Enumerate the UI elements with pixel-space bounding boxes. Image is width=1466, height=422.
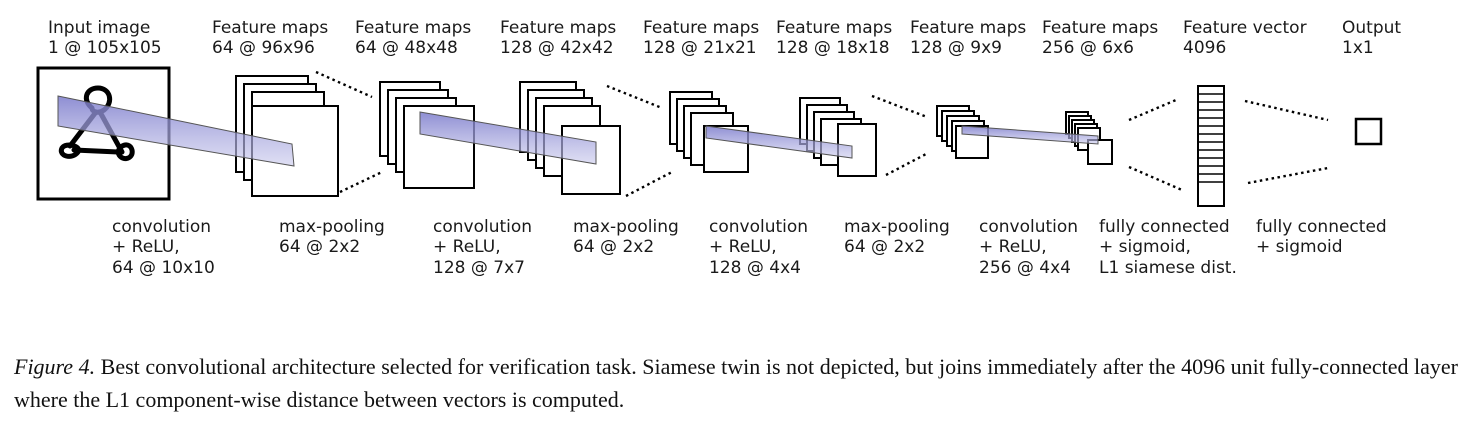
svg-text:+ ReLU,: + ReLU, (112, 237, 180, 257)
kernel-projection-2 (419, 111, 597, 165)
svg-text:64 @ 48x48: 64 @ 48x48 (355, 38, 458, 58)
feature-maps-stage-5 (799, 97, 877, 177)
caption-text: Best convolutional architecture selected… (14, 354, 1459, 412)
top-label-maps-2: Feature maps 64 @ 48x48 (355, 18, 471, 58)
svg-text:max-pooling: max-pooling (279, 217, 385, 237)
svg-text:128 @ 4x4: 128 @ 4x4 (709, 258, 801, 278)
svg-text:256 @ 6x6: 256 @ 6x6 (1042, 38, 1134, 58)
op-label-pool-1: max-pooling 64 @ 2x2 (279, 217, 385, 257)
svg-text:1 @ 105x105: 1 @ 105x105 (48, 38, 162, 58)
svg-text:+ sigmoid,: + sigmoid, (1099, 237, 1191, 257)
svg-text:Feature maps: Feature maps (355, 18, 471, 38)
op-label-conv-4: convolution + ReLU, 256 @ 4x4 (979, 217, 1078, 278)
svg-text:128 @ 42x42: 128 @ 42x42 (500, 38, 614, 58)
svg-text:+ sigmoid: + sigmoid (1256, 237, 1343, 257)
svg-text:Feature vector: Feature vector (1183, 18, 1307, 38)
op-label-fc-1: fully connected + sigmoid, L1 siamese di… (1099, 217, 1237, 278)
svg-text:fully connected: fully connected (1099, 217, 1230, 237)
svg-text:128 @ 7x7: 128 @ 7x7 (433, 258, 525, 278)
svg-text:L1 siamese dist.: L1 siamese dist. (1099, 258, 1237, 278)
kernel-projection-1 (57, 95, 295, 167)
svg-text:128 @ 9x9: 128 @ 9x9 (910, 38, 1002, 58)
svg-text:convolution: convolution (433, 217, 532, 237)
svg-text:+ ReLU,: + ReLU, (709, 237, 777, 257)
op-label-conv-1: convolution + ReLU, 64 @ 10x10 (112, 217, 215, 278)
svg-text:max-pooling: max-pooling (573, 217, 679, 237)
top-label-maps-7: Feature maps 256 @ 6x6 (1042, 18, 1158, 58)
svg-text:+ ReLU,: + ReLU, (433, 237, 501, 257)
svg-text:convolution: convolution (979, 217, 1078, 237)
svg-text:Feature maps: Feature maps (212, 18, 328, 38)
op-label-conv-3: convolution + ReLU, 128 @ 4x4 (709, 217, 808, 278)
svg-text:4096: 4096 (1183, 38, 1226, 58)
op-label-pool-2: max-pooling 64 @ 2x2 (573, 217, 679, 257)
svg-text:+ ReLU,: + ReLU, (979, 237, 1047, 257)
figure-caption: Figure 4. Best convolutional architectur… (14, 350, 1458, 416)
svg-text:convolution: convolution (112, 217, 211, 237)
feature-vector (1197, 85, 1225, 207)
svg-text:fully connected: fully connected (1256, 217, 1387, 237)
svg-text:Output: Output (1342, 18, 1401, 38)
svg-text:128 @ 18x18: 128 @ 18x18 (776, 38, 890, 58)
svg-text:Feature maps: Feature maps (776, 18, 892, 38)
top-label-maps-5: Feature maps 128 @ 18x18 (776, 18, 892, 58)
svg-text:64 @ 2x2: 64 @ 2x2 (573, 237, 654, 257)
cnn-architecture-diagram: Input image 1 @ 105x105 Feature maps 64 … (36, 18, 1401, 278)
svg-text:64 @ 2x2: 64 @ 2x2 (279, 237, 360, 257)
output-node (1354, 117, 1383, 146)
op-label-fc-2: fully connected + sigmoid (1256, 217, 1387, 257)
kernel-projection-4 (961, 125, 1099, 145)
svg-text:64 @ 96x96: 64 @ 96x96 (212, 38, 315, 58)
top-label-maps-4: Feature maps 128 @ 21x21 (643, 18, 759, 58)
svg-text:Feature maps: Feature maps (910, 18, 1026, 38)
top-label-maps-1: Feature maps 64 @ 96x96 (212, 18, 328, 58)
svg-text:256 @ 4x4: 256 @ 4x4 (979, 258, 1071, 278)
op-label-conv-2: convolution + ReLU, 128 @ 7x7 (433, 217, 532, 278)
top-label-vector: Feature vector 4096 (1183, 18, 1307, 58)
kernel-projection-3 (705, 125, 853, 159)
top-label-maps-6: Feature maps 128 @ 9x9 (910, 18, 1026, 58)
svg-text:64 @ 2x2: 64 @ 2x2 (844, 237, 925, 257)
connector-lines (315, 70, 1329, 198)
top-label-maps-3: Feature maps 128 @ 42x42 (500, 18, 616, 58)
svg-text:max-pooling: max-pooling (844, 217, 950, 237)
op-label-pool-3: max-pooling 64 @ 2x2 (844, 217, 950, 257)
caption-lead: Figure 4. (14, 354, 96, 379)
svg-text:Feature maps: Feature maps (500, 18, 616, 38)
svg-text:64 @ 10x10: 64 @ 10x10 (112, 258, 215, 278)
svg-text:128 @ 21x21: 128 @ 21x21 (643, 38, 757, 58)
top-label-input: Input image 1 @ 105x105 (48, 18, 162, 58)
feature-maps-stage-1 (235, 75, 339, 197)
svg-text:Feature maps: Feature maps (643, 18, 759, 38)
svg-text:Input image: Input image (48, 18, 150, 38)
svg-text:Feature maps: Feature maps (1042, 18, 1158, 38)
top-label-output: Output 1x1 (1342, 18, 1401, 58)
svg-text:convolution: convolution (709, 217, 808, 237)
svg-text:1x1: 1x1 (1342, 38, 1374, 58)
